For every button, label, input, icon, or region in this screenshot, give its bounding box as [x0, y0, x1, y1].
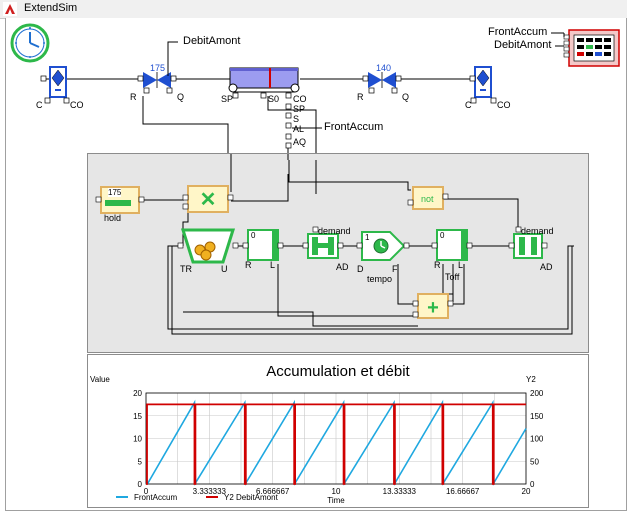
- extendsim-logo-icon: [3, 2, 17, 16]
- legend-entry: Y2 DebitAmont: [224, 493, 279, 502]
- series-line-2: [146, 403, 526, 485]
- conveyor-block[interactable]: [228, 67, 300, 149]
- valve1-value: 175: [150, 63, 166, 73]
- y-tick-label: 15: [133, 412, 142, 421]
- demand-label-2: demand: [521, 226, 554, 236]
- valve-block-2[interactable]: [362, 72, 402, 94]
- u-label: U: [221, 264, 228, 274]
- sink-c-label: C: [465, 100, 472, 110]
- tempo-label: tempo: [367, 274, 393, 284]
- conveyor-s-label: S: [293, 114, 300, 124]
- logic-hierarchical-block[interactable]: ✕: [87, 153, 589, 353]
- counter-2-r-label: R: [434, 260, 441, 270]
- counter-block-2[interactable]: [431, 229, 473, 261]
- timer-f-label: F: [392, 264, 398, 274]
- y2-axis-label: Y2: [526, 375, 536, 384]
- multiply-block[interactable]: ✕: [182, 185, 234, 213]
- timer-d-label: D: [357, 264, 364, 274]
- timer-value: 1: [365, 233, 370, 242]
- mixer-block[interactable]: [177, 228, 239, 264]
- x-tick-label: 16.66667: [446, 487, 480, 496]
- plotter-window[interactable]: Accumulation et débit 0 3.333333 6.666667 1…: [87, 354, 589, 508]
- conveyor-s0-label: S0: [268, 94, 280, 104]
- y2-tick-label: 0: [530, 480, 535, 489]
- counter-1-l-label: L: [270, 260, 276, 270]
- valve1-r-label: R: [130, 92, 137, 102]
- svg-text:✕: ✕: [200, 189, 217, 211]
- y2-tick-label: 50: [530, 457, 539, 466]
- conveyor-co-label: CO: [293, 94, 307, 104]
- counter-2-value: 0: [440, 231, 445, 240]
- sink-tank-block[interactable]: [469, 66, 497, 104]
- ad-label-1: AD: [336, 262, 349, 272]
- plotter-block[interactable]: [551, 29, 620, 67]
- conveyor-sp2-label: SP: [293, 104, 306, 114]
- y-tick-label: 5: [138, 457, 143, 466]
- x-tick-label: 3.333333: [193, 487, 227, 496]
- counter-block-1[interactable]: [242, 229, 284, 261]
- h-gate-block[interactable]: [302, 226, 344, 259]
- y2-tick-label: 100: [530, 435, 544, 444]
- x-tick-label: 6.666667: [256, 487, 290, 496]
- tr-label: TR: [180, 264, 192, 274]
- not-label: not: [421, 194, 434, 204]
- x-axis-label: Time: [327, 496, 345, 505]
- source-tank-block[interactable]: [40, 66, 70, 104]
- y-axis-label: Value: [90, 375, 110, 384]
- conveyor-sp-label: SP: [221, 94, 234, 104]
- hold-value: 175: [108, 188, 122, 197]
- y-tick-label: 20: [133, 389, 142, 398]
- y2-tick-label: 200: [530, 389, 544, 398]
- chart-title: Accumulation et débit: [266, 363, 410, 380]
- conveyor-aq-label: AQ: [293, 137, 307, 147]
- svg-text:+: +: [427, 297, 439, 319]
- frontaccum-label: FrontAccum: [324, 121, 384, 133]
- x-tick-label: 13.33333: [383, 487, 417, 496]
- x-tick-label: 20: [522, 487, 531, 496]
- source-co-label: CO: [70, 100, 84, 110]
- debitamont-label: DebitAmont: [183, 35, 241, 47]
- toff-label: Toff: [445, 272, 460, 282]
- window-title: ExtendSim: [24, 2, 78, 14]
- y-tick-label: 0: [138, 480, 143, 489]
- valve2-value: 140: [376, 63, 392, 73]
- demand-label-1: demand: [318, 226, 351, 236]
- valve-block-1[interactable]: [137, 72, 177, 94]
- counter-1-value: 0: [251, 231, 256, 240]
- plotter-input-label-1: FrontAccum: [488, 26, 548, 38]
- logic-diagram: ✕: [95, 154, 574, 335]
- counter-1-r-label: R: [245, 260, 252, 270]
- counter-2-l-label: L: [458, 260, 464, 270]
- valve2-q-label: Q: [402, 92, 410, 102]
- sink-co-label: CO: [497, 100, 511, 110]
- timer-block[interactable]: [356, 231, 410, 261]
- y2-tick-label: 150: [530, 412, 544, 421]
- add-block[interactable]: +: [412, 293, 454, 319]
- valve2-r-label: R: [357, 92, 364, 102]
- x-tick-label: 0: [144, 487, 149, 496]
- plot-frame: [145, 392, 527, 485]
- plotter-input-label-2: DebitAmont: [494, 39, 552, 51]
- valve1-q-label: Q: [177, 92, 185, 102]
- parallel-gate-block[interactable]: [508, 226, 548, 259]
- x-tick-label: 10: [332, 487, 341, 496]
- y-tick-label: 10: [133, 435, 142, 444]
- source-c-label: C: [36, 100, 43, 110]
- clock-icon[interactable]: [10, 23, 50, 63]
- conveyor-al-label: AL: [293, 124, 305, 134]
- legend-entry: FrontAccum: [134, 493, 177, 502]
- hold-label: hold: [104, 213, 122, 223]
- not-block[interactable]: [407, 186, 449, 210]
- ad-label-2: AD: [540, 262, 553, 272]
